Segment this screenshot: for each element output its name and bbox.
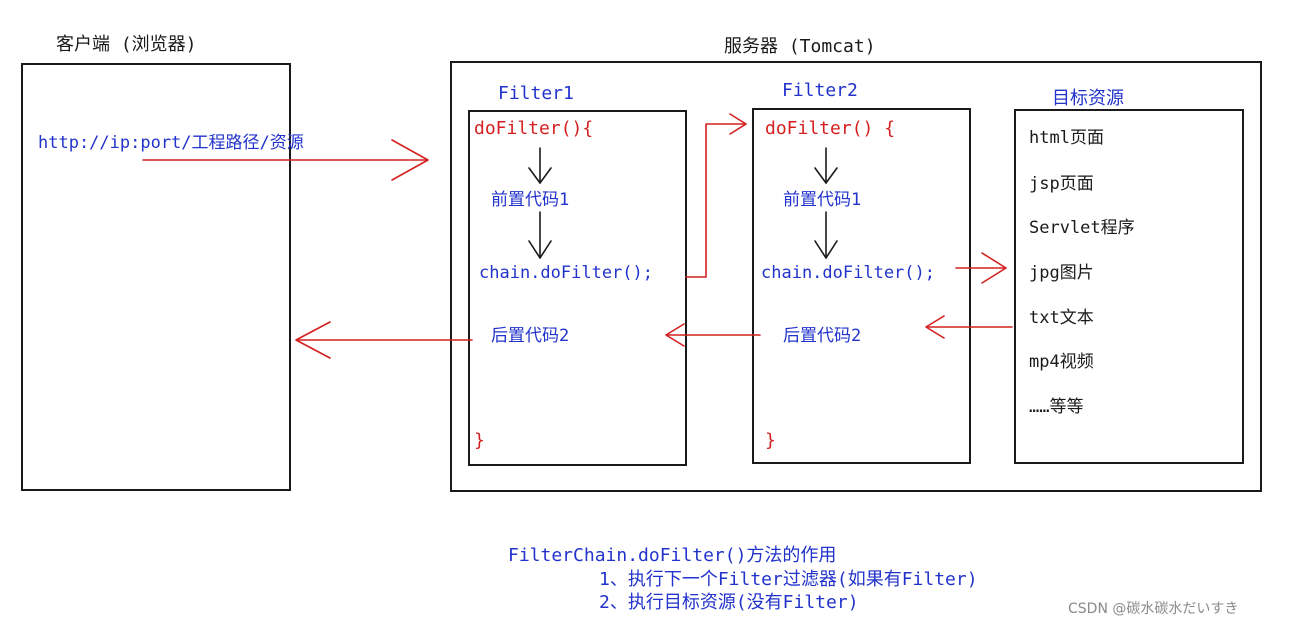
watermark: CSDN @碳水碳水だいすき [1068,601,1239,617]
filter1-close-brace: } [474,430,485,451]
server-title: 服务器 (Tomcat) [724,36,876,57]
filter2-dofilter-open: doFilter() { [765,118,896,139]
target-item: ……等等 [1029,397,1084,417]
filter1-title: Filter1 [498,83,574,104]
target-item: jpg图片 [1029,263,1094,283]
target-title: 目标资源 [1052,88,1124,109]
filter2-pre-code: 前置代码1 [783,190,862,210]
target-item: mp4视频 [1029,352,1094,372]
target-item: Servlet程序 [1029,218,1135,238]
filter2-title: Filter2 [782,80,858,101]
filter2-close-brace: } [765,430,776,451]
filter1-chain-call: chain.doFilter(); [479,263,653,283]
response-arrow [295,321,473,359]
notes-line-1: 1、执行下一个Filter过滤器(如果有Filter) [599,569,978,590]
server-box [450,61,1262,492]
target-item: html页面 [1029,128,1104,148]
client-box [21,63,291,491]
filter2-box [752,108,971,464]
filter1-pre-code: 前置代码1 [491,190,570,210]
notes-heading: FilterChain.doFilter()方法的作用 [508,545,837,566]
notes-line-2: 2、执行目标资源(没有Filter) [599,592,859,613]
client-title: 客户端 (浏览器) [56,34,197,55]
filter1-dofilter-open: doFilter(){ [474,118,594,139]
target-item: txt文本 [1029,308,1094,328]
filter2-chain-call: chain.doFilter(); [761,263,935,283]
filter1-box [468,110,687,466]
request-url: http://ip:port/工程路径/资源 [38,133,304,153]
target-item: jsp页面 [1029,174,1094,194]
filter2-post-code: 后置代码2 [783,326,862,346]
target-box [1014,109,1244,464]
filter1-post-code: 后置代码2 [491,326,570,346]
